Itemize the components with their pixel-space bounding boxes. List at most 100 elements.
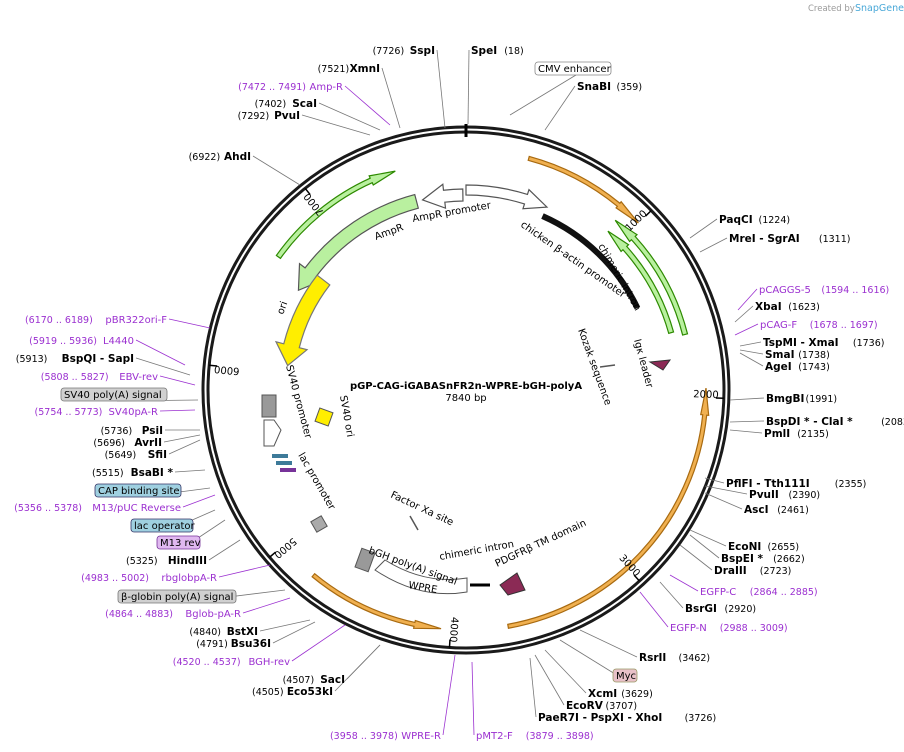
wpre-arrow <box>374 559 468 595</box>
site-pos-30: (4791) <box>196 639 228 650</box>
feat-ampr-promoter: AmpR promoter <box>412 200 493 225</box>
primer-name-0: Amp-R <box>310 82 344 93</box>
site-name-17: PvuII <box>749 489 779 501</box>
primer-leader-13 <box>135 339 186 366</box>
site-name-28: Eco53kI <box>287 686 333 698</box>
tick-label-6000: 6000 <box>214 363 240 376</box>
site-name-11: SmaI <box>765 349 795 361</box>
site-name-30: Bsu36I <box>231 638 271 650</box>
tick-label-2000: 2000 <box>693 389 719 401</box>
site-leader-25 <box>534 654 565 706</box>
site-leader-3 <box>544 85 576 131</box>
primer-name-6: WPRE-R <box>401 731 441 742</box>
cmv-enhancer-arc <box>527 155 639 224</box>
site-leader-0 <box>436 49 446 129</box>
chicken-actin-promoter-arrow <box>465 184 549 210</box>
box-label-5: CAP binding site <box>98 486 180 497</box>
site-name-9: XbaI <box>755 301 782 313</box>
tick-label-7000: 7000 <box>302 191 326 218</box>
site-name-34: AvrII <box>134 437 162 449</box>
site-name-27: SacI <box>320 674 345 686</box>
map-title: pGP-CAG-iGABASnFR2n-WPRE-bGH-polyA <box>350 381 582 392</box>
primer-name-7: BGH-rev <box>248 657 290 668</box>
site-leader-26 <box>529 657 537 718</box>
site-leader-1 <box>467 49 470 125</box>
primer-leader-4 <box>639 591 669 628</box>
box-bg-1 <box>612 668 638 683</box>
cap-site-bar <box>272 454 288 458</box>
site-leader-8 <box>699 237 728 253</box>
primer-range-4: (2988 .. 3009) <box>720 623 788 634</box>
site-name-3: SnaBI <box>577 81 611 93</box>
primer-range-10: (5356 .. 5378) <box>14 503 82 514</box>
primer-leader-0 <box>344 85 391 126</box>
site-name-2: XmnI <box>350 63 380 75</box>
site-pos-33: (5736) <box>101 426 133 437</box>
primer-range-9: (4983 .. 5002) <box>81 573 149 584</box>
site-pos-31: (5325) <box>126 556 158 567</box>
primer-name-8: Bglob-pA-R <box>185 609 241 620</box>
site-pos-25: (3707) <box>606 701 638 712</box>
tick-4000 <box>448 639 451 648</box>
site-pos-22: (2920) <box>725 604 757 615</box>
site-name-21: DraIII <box>714 565 747 577</box>
site-leader-22 <box>659 581 684 609</box>
site-pos-4: (7402) <box>255 99 287 110</box>
sv40-promoter-arrow <box>263 419 282 447</box>
site-leader-21 <box>679 544 713 571</box>
primer-range-2: (1678 .. 1697) <box>810 320 878 331</box>
primer-name-1: pCAGGS-5 <box>759 285 811 296</box>
site-name-35: SfiI <box>148 449 167 461</box>
box-label-0: CMV enhancer <box>538 64 612 75</box>
site-leader-23 <box>579 629 638 658</box>
chimeric-intron-bar <box>541 213 641 310</box>
site-leader-12 <box>739 352 764 367</box>
outer-features <box>275 155 710 630</box>
bgh-box <box>354 547 376 573</box>
site-pos-0: (7726) <box>373 46 405 57</box>
site-leader-36 <box>135 357 191 376</box>
primer-range-8: (4864 .. 4883) <box>105 609 173 620</box>
site-leader-10 <box>739 341 762 347</box>
lac-operator-box <box>310 515 328 533</box>
site-name-10: TspMI - XmaI <box>763 337 839 349</box>
site-pos-6: (6922) <box>189 152 221 163</box>
site-pos-12: (1743) <box>798 362 830 373</box>
site-pos-14: (2083) <box>881 417 904 428</box>
credit-brand[interactable]: SnapGene <box>855 3 904 14</box>
primer-leader-7 <box>291 624 346 662</box>
site-pos-32: (5515) <box>92 468 124 479</box>
primer-name-11: SV40pA-R <box>109 407 158 418</box>
site-pos-26: (3726) <box>685 713 717 724</box>
pdgfr-arrow <box>499 572 526 596</box>
site-pos-19: (2655) <box>768 542 800 553</box>
primer-name-9: rbglobpA-R <box>161 573 217 584</box>
site-pos-1: (18) <box>504 46 524 57</box>
primer-leader-9 <box>218 564 271 578</box>
primer-range-7: (4520 .. 4537) <box>173 657 241 668</box>
primer-name-10: M13/pUC Reverse <box>92 503 181 514</box>
primer-leader-8 <box>242 597 291 614</box>
primer-leader-2 <box>734 323 759 336</box>
site-name-1: SpeI <box>471 45 497 57</box>
feat-ampr: AmpR <box>373 222 405 243</box>
site-leader-7 <box>689 218 718 239</box>
site-name-8: MreI - SgrAI <box>729 233 800 245</box>
feat-factor-xa: Factor Xa site <box>389 490 455 529</box>
primer-leader-5 <box>471 661 475 736</box>
box-bg-6 <box>60 387 168 402</box>
feat-wpre: WPRE <box>407 580 438 596</box>
leader-lines <box>116 49 765 736</box>
box-bg-0 <box>534 61 612 76</box>
box-bg-5 <box>94 483 182 498</box>
site-name-13: BmgBI <box>766 393 804 405</box>
tick-3000 <box>633 574 641 582</box>
site-leader-19 <box>689 529 727 547</box>
primer-name-3: EGFP-C <box>700 587 736 598</box>
site-leader-17 <box>704 485 748 495</box>
box-label-2: β-globin poly(A) signal <box>121 592 233 603</box>
site-leader-2 <box>381 67 401 129</box>
site-pos-7: (1224) <box>759 215 791 226</box>
site-pos-24: (3629) <box>621 689 653 700</box>
site-leader-32 <box>174 469 206 473</box>
